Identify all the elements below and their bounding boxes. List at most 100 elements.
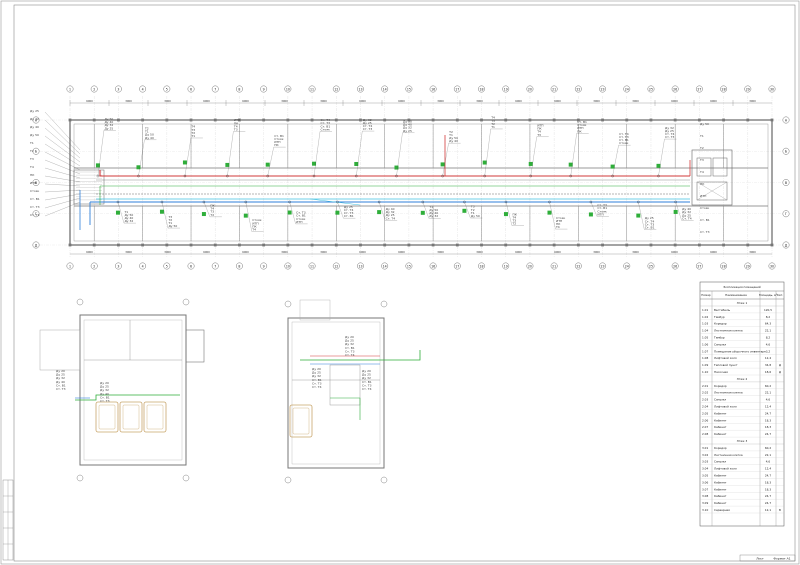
spec-cell-name: Кабинет <box>714 494 727 498</box>
axis-marker: 21 <box>550 262 558 270</box>
axis-marker: Г <box>782 210 790 218</box>
axis-label: В <box>35 181 37 185</box>
pipe-label: Ст. В1 <box>312 378 322 382</box>
pipe-label: Ду 50 <box>168 224 177 228</box>
pipe-label: ПК <box>274 143 279 147</box>
spec-cell-number: 3.08 <box>702 494 708 498</box>
pipe-label: Ду 50 <box>700 122 709 126</box>
axis-label: 5 <box>166 264 168 268</box>
spec-cell-area: 34,8 <box>765 363 771 367</box>
axis-marker: 27 <box>695 262 703 270</box>
spec-cell-area: 24,7 <box>765 432 771 436</box>
riser-marker <box>441 174 444 178</box>
axis-label: 8 <box>238 264 240 268</box>
column <box>407 118 411 122</box>
spec-cell-number: 1.08 <box>702 356 708 360</box>
axis-marker: 7 <box>211 262 219 270</box>
pipe-label: Т1 <box>123 210 128 214</box>
column <box>68 243 72 247</box>
fixture-marker <box>159 209 164 214</box>
axis-marker: 7 <box>211 85 219 93</box>
pipe-label: Т2 <box>190 131 195 135</box>
pipe-label: Ст. Т3 <box>665 135 675 139</box>
axis-marker: 22 <box>574 85 582 93</box>
pipe-label: Ду 20 <box>345 335 354 339</box>
axis-label: 15 <box>407 264 411 268</box>
spec-cell-name: Насосная <box>714 370 728 374</box>
pipe-label: Ду 40 <box>449 139 458 143</box>
pipe-label: Ду 20 <box>312 367 321 371</box>
fixture-marker <box>588 212 593 217</box>
spec-cell-area: 4,6 <box>766 342 771 346</box>
axis-label: 7 <box>214 264 216 268</box>
dimension-value: 3000 <box>164 250 171 254</box>
pipe-label: Ду 40 <box>104 120 113 124</box>
spec-cell-name: Санузел <box>714 342 726 346</box>
pipe-label: ИТП <box>234 118 240 122</box>
pipe-label: Ду 32 <box>30 117 39 121</box>
pipe-label: ПК <box>700 182 705 186</box>
column <box>92 243 96 247</box>
spec-cell-name: Кабинет <box>714 425 727 429</box>
axis-marker: Б <box>32 147 40 155</box>
axis-marker: 11 <box>308 85 316 93</box>
axis-marker: 26 <box>671 85 679 93</box>
spec-cell-number: 1.02 <box>702 315 708 319</box>
pipe-label: Ст. В1 <box>597 206 607 210</box>
axis-label: 2 <box>93 87 95 91</box>
fixture-marker <box>420 210 425 215</box>
riser-marker <box>377 200 381 204</box>
pipe-label: Ду 25 <box>345 339 354 343</box>
pipe-label: Ду 25 <box>665 129 674 133</box>
main-floor-plan: 6000600030003000300030006000600060006000… <box>29 85 790 270</box>
spec-cell-area: 18,3 <box>765 480 771 484</box>
spec-cell-number: 3.10 <box>702 508 708 512</box>
column <box>334 243 338 247</box>
pipe-label: Ду 20 <box>100 381 109 385</box>
fixture-marker <box>95 163 100 168</box>
riser-marker <box>483 174 486 178</box>
axis-marker: 30 <box>768 85 776 93</box>
spec-header-cell: Наименование <box>725 293 747 297</box>
plumbing-fixtures <box>95 160 678 218</box>
column <box>189 243 193 247</box>
pipe-label: Стояк <box>556 216 565 220</box>
pipe-label: Ду 50 <box>145 133 154 137</box>
axis-marker: 11 <box>308 262 316 270</box>
spec-cell-number: 3.09 <box>702 501 708 505</box>
spec-cell-area: 3,2 <box>766 349 771 353</box>
dimension-value: 6000 <box>398 250 405 254</box>
column <box>697 118 701 122</box>
spec-cell-category: Д <box>779 370 782 374</box>
pipe-label: Ду 40 <box>386 207 395 211</box>
pipe-label: Т3 <box>209 210 214 214</box>
pipe-label: Ст. В1 <box>344 214 354 218</box>
pipe-label: Ду 40 <box>56 380 65 384</box>
spec-cell-area: 22,1 <box>765 453 771 457</box>
axis-label: 16 <box>431 264 435 268</box>
pipe-label: Ст. В1 <box>700 218 710 222</box>
pipe-label: Ст. В1 <box>30 197 40 201</box>
axis-label: 10 <box>286 87 290 91</box>
axis-marker: 19 <box>502 262 510 270</box>
column <box>504 118 508 122</box>
pipe-label: ИТП <box>537 123 543 127</box>
axis-marker: 21 <box>550 85 558 93</box>
pipe-label: Ст. Т3 <box>296 211 306 215</box>
dimension-value: 3000 <box>320 250 327 254</box>
pipe-label: Ду 32 <box>362 376 371 380</box>
fixture-marker <box>673 209 678 214</box>
column <box>117 243 120 247</box>
pipe-label: Ст. Т3 <box>619 135 629 139</box>
axis-label: 11 <box>310 87 314 91</box>
column <box>310 118 314 122</box>
pipe-label: Ду 20 <box>362 369 371 373</box>
